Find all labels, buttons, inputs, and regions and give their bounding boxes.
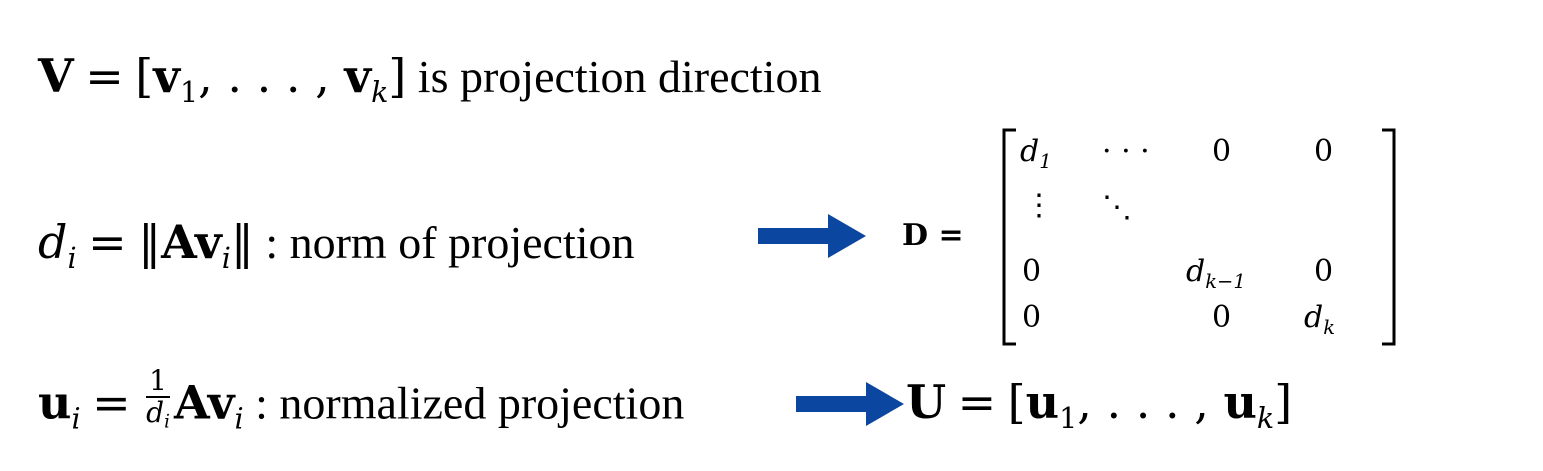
vector-u: u — [1223, 375, 1257, 429]
fraction-numerator: 1 — [146, 366, 170, 398]
matrix-cell-zero: 0 — [1212, 300, 1232, 335]
norm-open: ‖ — [138, 215, 162, 269]
matrix-U: U — [906, 375, 947, 429]
right-arrow-icon — [758, 214, 866, 258]
matrix-D-symbol: D = — [902, 218, 964, 253]
matrix-cell-ddots: ⋱ — [1102, 190, 1132, 225]
variable-d: d — [38, 215, 68, 269]
ellipsis: , . . . , — [1077, 375, 1224, 429]
equals-sign: = — [92, 375, 131, 430]
matrix-cell-zero: 0 — [1314, 134, 1334, 169]
open-bracket: [ — [1007, 375, 1026, 429]
open-bracket: [ — [135, 49, 154, 103]
matrix-D: d1 · · · 0 0 ⋮ ⋱ 0 dk−1 0 0 0 dk — [1000, 128, 1400, 346]
matrix-cell-zero: 0 — [1022, 300, 1042, 335]
vector-u: u — [1025, 375, 1060, 429]
equals-sign: = — [88, 215, 127, 269]
vector-v: v — [344, 49, 372, 103]
description-text: is projection direction — [417, 51, 822, 102]
fraction-one-over-di: 1 di — [146, 366, 170, 437]
equation-projection-direction: V = [v1, . . . , vk] is projection direc… — [38, 46, 821, 123]
matrix-brackets — [1002, 128, 1396, 346]
subscript-i: i — [234, 402, 244, 436]
product-Av: Av — [161, 215, 222, 269]
subscript-1: 1 — [179, 75, 199, 109]
equation-normalized-projection: ui = 1 di Avi : normalized projection — [38, 366, 685, 449]
ellipsis: , . . . , — [198, 49, 345, 103]
equals-sign: = — [85, 49, 124, 103]
equation-norm-of-projection: di = ‖Avi‖ : norm of projection — [38, 212, 635, 289]
vector-v: v — [153, 49, 180, 103]
equation-matrix-U: U = [u1, . . . , uk] — [906, 372, 1292, 449]
matrix-cell-vdots: ⋮ — [1024, 188, 1054, 223]
close-bracket: ] — [1274, 375, 1293, 429]
product-Av: Av — [173, 375, 235, 430]
subscript-k: k — [1256, 401, 1275, 435]
norm-close: ‖ — [230, 215, 254, 269]
equals-sign: = — [957, 375, 997, 429]
subscript-1: 1 — [1059, 401, 1078, 435]
matrix-cell-dots: · · · — [1102, 134, 1150, 169]
description-text: : normalized projection — [255, 377, 685, 429]
matrix-cell-dk-minus-1: dk−1 — [1186, 254, 1246, 293]
matrix-cell-d1: d1 — [1020, 134, 1052, 173]
matrix-cell-dk: dk — [1304, 300, 1336, 339]
matrix-cell-zero: 0 — [1212, 134, 1232, 169]
matrix-D-label: D = — [902, 218, 964, 253]
matrix-V: V — [38, 49, 74, 103]
vector-u: u — [38, 375, 72, 430]
close-bracket: ] — [388, 49, 407, 103]
subscript-i: i — [67, 241, 77, 275]
right-arrow-icon — [796, 382, 904, 426]
subscript-i: i — [221, 241, 231, 275]
subscript-i: i — [71, 402, 81, 436]
fraction-denominator: di — [146, 396, 170, 433]
description-text: : norm of projection — [265, 217, 635, 268]
subscript-k: k — [371, 75, 389, 109]
matrix-cell-zero: 0 — [1022, 254, 1042, 289]
matrix-cell-zero: 0 — [1314, 254, 1334, 289]
